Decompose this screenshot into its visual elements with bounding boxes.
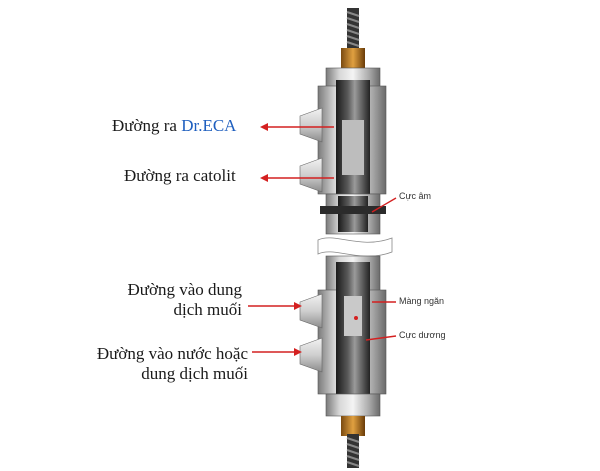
lower-nozzles xyxy=(299,293,323,373)
label-outlet-dreca: Đường ra Dr.ECA xyxy=(112,116,236,136)
label-inlet-solution-line2: dịch muối xyxy=(173,300,242,319)
bottom-screw xyxy=(346,434,360,468)
label-membrane: Màng ngăn xyxy=(399,296,445,306)
top-screw xyxy=(341,8,365,70)
label-inlet-solution-line1: Đường vào dung xyxy=(127,280,242,299)
label-brand-dreca: Dr.ECA xyxy=(181,116,237,135)
break-symbol xyxy=(317,237,393,257)
upper-housing xyxy=(317,67,387,235)
label-cathode: Cực âm xyxy=(399,191,432,201)
label-inlet-solution: Đường vào dung dịch muối xyxy=(94,280,242,320)
lower-housing xyxy=(317,255,387,436)
label-outlet-dreca-prefix: Đường ra xyxy=(112,116,182,135)
upper-nozzles xyxy=(299,107,323,193)
label-inlet-water: Đường vào nước hoặc dung dịch muối xyxy=(62,344,248,384)
label-outlet-catholyte: Đường ra catolit xyxy=(124,166,236,185)
label-anode: Cực dương xyxy=(399,330,446,340)
label-inlet-water-line1: Đường vào nước hoặc xyxy=(96,344,248,363)
label-arrows xyxy=(248,123,397,356)
label-inlet-water-line2: dung dịch muối xyxy=(141,364,248,383)
